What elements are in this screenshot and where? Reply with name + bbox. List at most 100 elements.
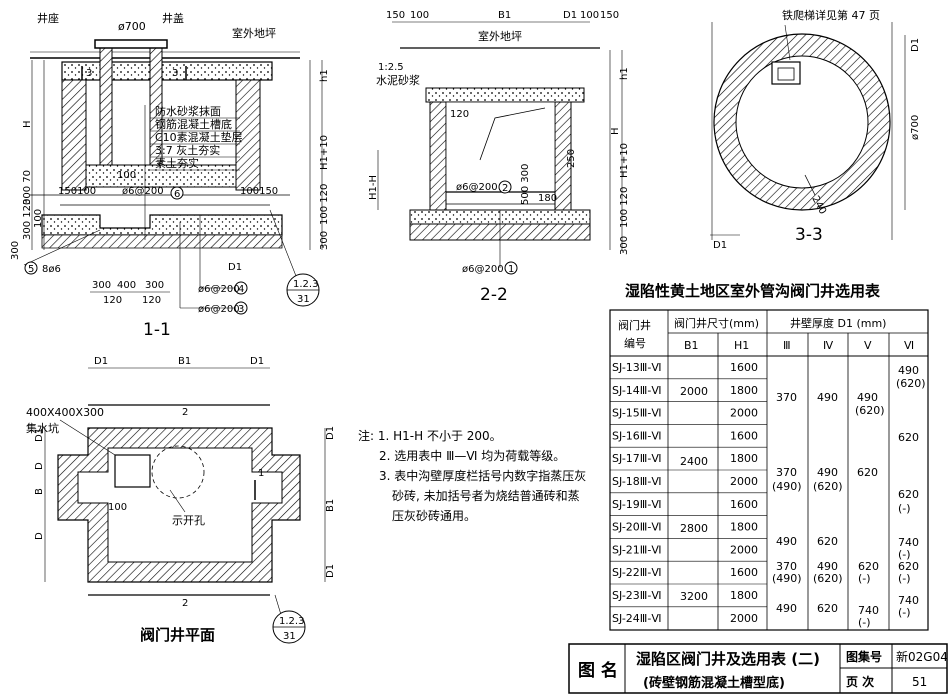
c4-b-2: (620) (813, 480, 843, 493)
c6-d-1: 740 (898, 536, 919, 549)
dim-300-70: 300 70 (22, 170, 33, 205)
c5-b: 620 (857, 466, 878, 479)
row-id-1: SJ-14Ⅲ-Ⅵ (612, 384, 662, 397)
ref-top: 1.2.3 (293, 279, 318, 290)
row-h1-1: 1800 (730, 384, 758, 397)
header-grade-4: Ⅳ (823, 339, 834, 352)
header-no-2: 编号 (624, 336, 646, 350)
c6-a-2: (620) (896, 377, 926, 390)
plan-right-d1-bottom: D1 (325, 564, 336, 578)
table-title: 湿陷性黄土地区室外管沟阀门井选用表 (625, 282, 881, 300)
b1-2000: 2000 (680, 385, 708, 398)
dim-300-22: 300 (619, 236, 630, 255)
c3-d-1: 370 (776, 560, 797, 573)
c6-c-2: (-) (898, 502, 911, 515)
dim-300-120: 300 120 (22, 199, 33, 240)
dim-D1-top: D1 (563, 10, 577, 21)
b1-2800: 2800 (680, 522, 708, 535)
plan-title: 阀门井平面 (140, 626, 215, 644)
row-h1-7: 1800 (730, 521, 758, 534)
mark-2: 2 (502, 183, 508, 194)
plan-right-b1: B1 (325, 499, 336, 512)
note-2: 2. 选用表中 Ⅲ—Ⅵ 均为荷载等级。 (379, 448, 565, 463)
row-h1-3: 1600 (730, 429, 758, 442)
title-block: 图 名 湿陷区阀门井及选用表 (二) (砖壁钢筋混凝土槽型底) 图集号 新02G… (568, 643, 948, 694)
outdoor-ground-label: 室外地坪 (232, 26, 276, 40)
header-b1: B1 (684, 339, 699, 352)
dim-120-22: 120 (450, 109, 469, 120)
table-id-column: SJ-13Ⅲ-ⅥSJ-14Ⅲ-ⅥSJ-15Ⅲ-ⅥSJ-16Ⅲ-ⅥSJ-17Ⅲ-Ⅵ… (612, 361, 662, 625)
tb-atlas-label: 图集号 (846, 649, 882, 664)
dim-100-150: 100150 (240, 186, 278, 197)
c3-e: 490 (776, 602, 797, 615)
dia-700-label: ø700 (118, 20, 146, 33)
dim-100-top-r: 100 (580, 10, 599, 21)
row-id-4: SJ-17Ⅲ-Ⅵ (612, 452, 662, 465)
d1-33-top: D1 (910, 38, 921, 52)
outdoor-ground-label-2: 室外地坪 (478, 29, 522, 43)
layer-1: 防水砂浆抹面 (155, 104, 221, 118)
rebar-8phi6: 8ø6 (42, 264, 61, 275)
well-cover-label: 井盖 (162, 11, 184, 25)
plan-ref-top: 1.2.3 (279, 616, 304, 627)
dim-H1-10-22: H1+10 (619, 143, 630, 178)
section-2-2: 150 100 B1 D1 100 150 室外地坪 1:2.5 水泥砂浆 12… (368, 10, 630, 305)
mortar-ratio: 1:2.5 (378, 62, 404, 73)
dim-150-top-r: 150 (600, 10, 619, 21)
rebar-6-label: ø6@200 (122, 186, 164, 197)
row-id-7: SJ-20Ⅲ-Ⅵ (612, 521, 662, 534)
row-id-8: SJ-21Ⅲ-Ⅵ (612, 543, 662, 556)
note-3c: 压灰砂砖通用。 (392, 508, 476, 523)
section-1-1: 井座 井盖 ø700 室外地坪 3 3 防水砂浆抹面 钢筋混凝土槽底 C10素混… (10, 11, 330, 340)
mark-1: 1 (508, 264, 514, 275)
c4-d-1: 490 (817, 560, 838, 573)
pit-label: 集水坑 (26, 421, 59, 435)
dim-180: 180 (538, 193, 557, 204)
dim-H-22: H (610, 127, 621, 135)
plan-view: D1 B1 D1 2 2 1 400X400X300 集水坑 100 示开孔 D… (26, 356, 336, 644)
c4-c: 620 (817, 535, 838, 548)
rebar-4-label: ø6@200 (198, 284, 240, 295)
plan-side-d1: D1 (34, 428, 45, 442)
pit-size: 400X400X300 (26, 406, 104, 419)
plan-side-d-top: D (34, 462, 45, 470)
dim-150: 150 (386, 10, 405, 21)
header-grade-3: Ⅲ (783, 339, 791, 352)
dim-100-120-right: 100 120 (319, 184, 330, 225)
c5-a-2: (620) (855, 404, 885, 417)
dim-300-left: 300 (10, 241, 21, 260)
row-h1-4: 1800 (730, 452, 758, 465)
dim-bottom-300a: 300 (92, 280, 111, 291)
layer-5: 素土夯实 (155, 156, 199, 170)
plan-d1-right: D1 (250, 356, 264, 367)
b1-2400: 2400 (680, 455, 708, 468)
note-3: 3. 表中沟壁厚度栏括号内数字指蒸压灰 (379, 468, 586, 483)
ladder-note: 铁爬梯详见第 47 页 (782, 8, 880, 22)
layer-3: C10素混凝土垫层 (155, 130, 243, 144)
ref-bottom: 31 (297, 294, 310, 305)
header-grade-5: Ⅴ (864, 339, 872, 352)
header-h1: H1 (734, 339, 749, 352)
row-h1-6: 1600 (730, 498, 758, 511)
mark-5: 5 (28, 264, 34, 275)
rebar-3-label: ø6@200 (198, 304, 240, 315)
dim-bottom-400: 400 (117, 280, 136, 291)
section-3-3: 铁爬梯详见第 47 页 ø700 D1 240 D1 3-3 (710, 8, 921, 251)
c4-a: 490 (817, 391, 838, 404)
note-1: 注: 1. H1-H 不小于 200。 (358, 428, 502, 443)
c6-f-1: 740 (898, 594, 919, 607)
header-grade-6: Ⅵ (904, 339, 914, 352)
row-id-9: SJ-22Ⅲ-Ⅵ (612, 566, 662, 579)
dia-700-33: ø700 (910, 115, 921, 140)
tb-atlas-no: 新02G04 (896, 649, 948, 664)
row-h1-0: 1600 (730, 361, 758, 374)
row-id-10: SJ-23Ⅲ-Ⅵ (612, 589, 662, 602)
section-3-3-title: 3-3 (795, 225, 823, 245)
dim-H: H (22, 120, 33, 128)
header-wall: 井壁厚度 D1 (mm) (790, 316, 886, 330)
section-2-2-title: 2-2 (480, 285, 508, 305)
c6-e-1: 620 (898, 560, 919, 573)
dim-bottom2-120a: 120 (103, 295, 122, 306)
